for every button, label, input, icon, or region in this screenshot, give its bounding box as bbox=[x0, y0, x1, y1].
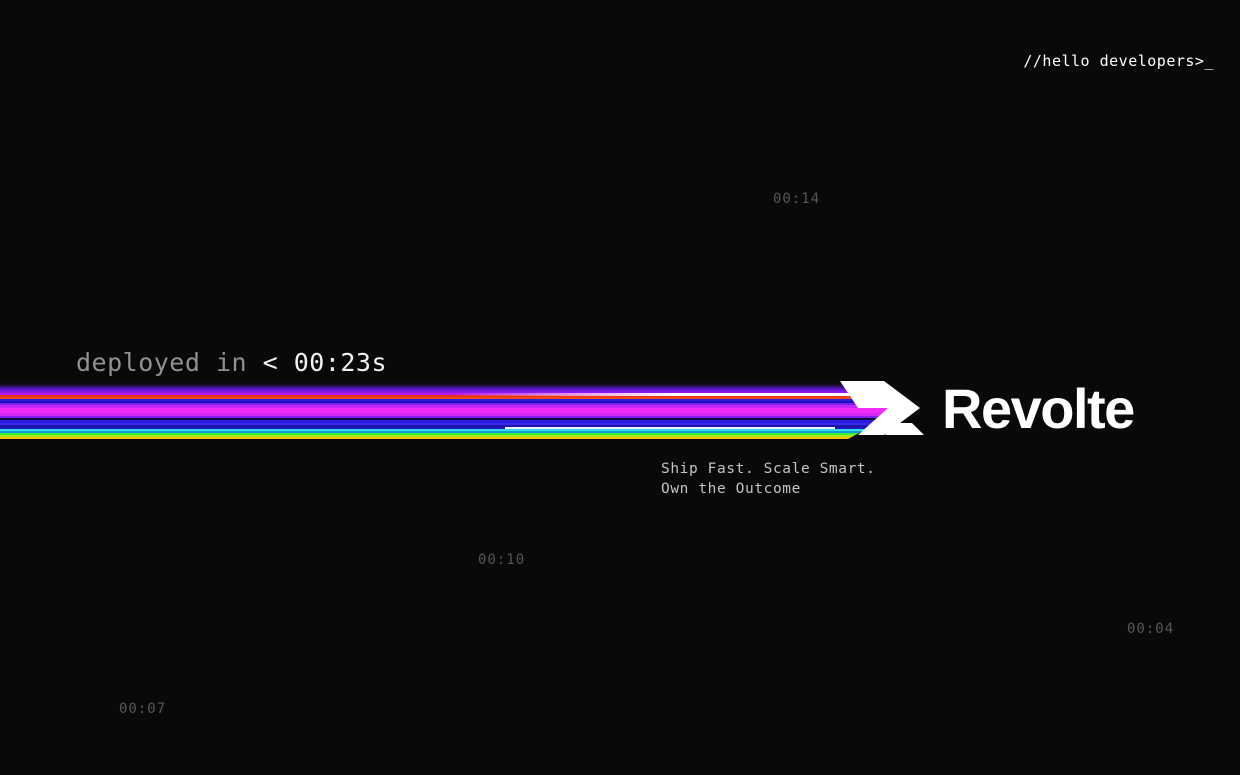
streak-band bbox=[0, 425, 900, 427]
streak-band bbox=[0, 429, 900, 431]
streak-band bbox=[0, 401, 900, 403]
streak-band bbox=[0, 420, 900, 423]
brand-wordmark: Revolte bbox=[942, 377, 1135, 440]
streak-band bbox=[0, 431, 900, 433]
streak-highlight-upper bbox=[455, 393, 855, 396]
streak-band bbox=[0, 416, 900, 418]
streak-band bbox=[0, 395, 900, 397]
streak-band bbox=[0, 435, 900, 437]
tagline-line-1: Ship Fast. Scale Smart. bbox=[661, 461, 876, 477]
streak-band bbox=[0, 413, 900, 416]
streak-band bbox=[0, 397, 900, 399]
timestamp-marker: 00:14 bbox=[773, 191, 821, 207]
speed-streak-graphic bbox=[0, 383, 925, 439]
streak-band bbox=[0, 423, 900, 425]
timestamp-marker: 00:04 bbox=[1127, 621, 1175, 637]
streak-band bbox=[0, 399, 900, 401]
streak-band bbox=[0, 437, 900, 439]
streak-band bbox=[0, 433, 900, 435]
streak-band bbox=[0, 393, 900, 395]
revolte-chevron-mark-icon bbox=[840, 379, 928, 439]
streak-band bbox=[0, 389, 900, 391]
streak-highlight-lower bbox=[505, 427, 835, 429]
streak-band bbox=[0, 383, 900, 385]
headline-prefix: deployed in bbox=[76, 348, 263, 377]
streak-band bbox=[0, 387, 900, 389]
streak-band bbox=[0, 391, 900, 393]
brand-logo: Revolte bbox=[840, 378, 1140, 440]
timestamp-marker: 00:10 bbox=[478, 552, 526, 568]
streak-band bbox=[0, 385, 900, 387]
streak-band-stack bbox=[0, 383, 900, 439]
tagline-line-2: Own the Outcome bbox=[661, 481, 801, 497]
streak-band bbox=[0, 405, 900, 408]
streak-band bbox=[0, 408, 900, 413]
timestamp-marker: 00:07 bbox=[119, 701, 167, 717]
streak-band bbox=[0, 403, 900, 405]
terminal-tag: //hello developers>_ bbox=[1023, 52, 1214, 70]
streak-band bbox=[0, 418, 900, 420]
deploy-headline: deployed in < 00:23s bbox=[76, 348, 387, 377]
brand-tagline: Ship Fast. Scale Smart. Own the Outcome bbox=[661, 459, 876, 499]
headline-value: < 00:23s bbox=[262, 348, 388, 377]
streak-band bbox=[0, 427, 900, 429]
